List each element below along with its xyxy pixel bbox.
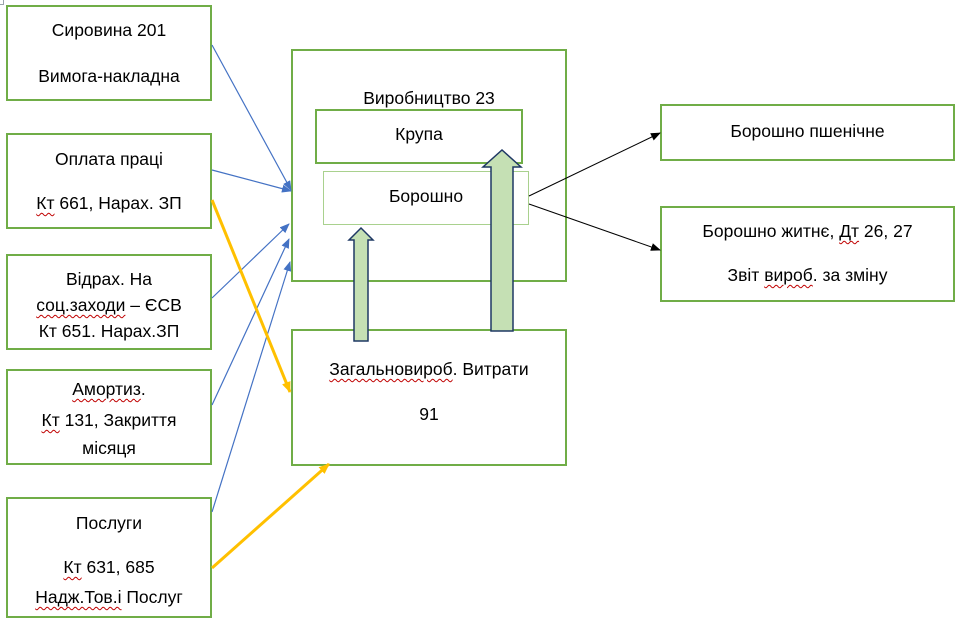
depreciation-label: Амортиз. — [72, 379, 146, 399]
raw-material-label: Сировина 201 — [51, 20, 167, 40]
flour-to-wheat-arrow — [528, 132, 661, 197]
depreciation-entry: Кт 131, Закриття — [41, 410, 177, 430]
overhead-to-groats-block-arrow — [481, 148, 523, 332]
social-to-production-arrow — [211, 223, 290, 299]
services-entry: Кт 631, 685 — [63, 557, 155, 577]
social-entry: Кт 651. Нарах.ЗП — [38, 321, 180, 341]
rye-flour-box: Борошно житнє, Дт 26, 27 Звіт вироб. за … — [660, 206, 955, 302]
raw-material-to-production-arrow — [211, 44, 292, 191]
social-label: Відрах. На — [65, 269, 153, 289]
rye-flour-report: Звіт вироб. за зміну — [727, 265, 888, 285]
services-document: Надж.Тов.і Послуг — [35, 587, 183, 607]
labor-entry: Кт 661, Нарах. ЗП — [36, 193, 182, 213]
depreciation-box: Амортиз. Кт 131, Закриття місяця — [6, 369, 212, 465]
selection-handle[interactable] — [0, 0, 4, 5]
flour-label: Борошно — [388, 186, 464, 206]
wheat-flour-box: Борошно пшенічне — [660, 104, 955, 161]
groats-box: Крупа — [315, 109, 523, 164]
overhead-box: Загальновироб. Витрати 91 — [291, 329, 567, 466]
production-box: Виробництво 23 — [291, 49, 567, 282]
depreciation-to-production-arrow — [211, 238, 290, 406]
social-box: Відрах. На соц.заходи – ЄСВ Кт 651. Нара… — [6, 254, 212, 350]
social-subtitle: соц.заходи – ЄСВ — [36, 295, 182, 315]
labor-to-production-arrow — [211, 169, 292, 193]
overhead-to-flour-block-arrow — [347, 226, 375, 342]
services-to-production-arrow — [211, 261, 292, 513]
overhead-label: Загальновироб. Витрати — [329, 359, 529, 379]
production-title: Виробництво 23 — [363, 88, 495, 108]
raw-material-document: Вимога-накладна — [38, 66, 180, 86]
labor-box: Оплата праці Кт 661, Нарах. ЗП — [6, 133, 212, 229]
flour-to-rye-arrow — [528, 203, 661, 251]
groats-label: Крупа — [395, 124, 443, 144]
depreciation-period: місяця — [82, 438, 136, 458]
services-box: Послуги Кт 631, 685 Надж.Тов.і Послуг — [6, 497, 212, 618]
services-label: Послуги — [75, 513, 143, 533]
wheat-flour-label: Борошно пшенічне — [730, 121, 885, 141]
services-to-overhead-arrow — [211, 462, 330, 570]
raw-material-box: Сировина 201 Вимога-накладна — [6, 5, 212, 101]
labor-label: Оплата праці — [55, 149, 163, 169]
overhead-account: 91 — [419, 404, 439, 424]
labor-to-overhead-arrow — [210, 199, 292, 393]
rye-flour-label: Борошно житнє, Дт 26, 27 — [702, 221, 913, 241]
